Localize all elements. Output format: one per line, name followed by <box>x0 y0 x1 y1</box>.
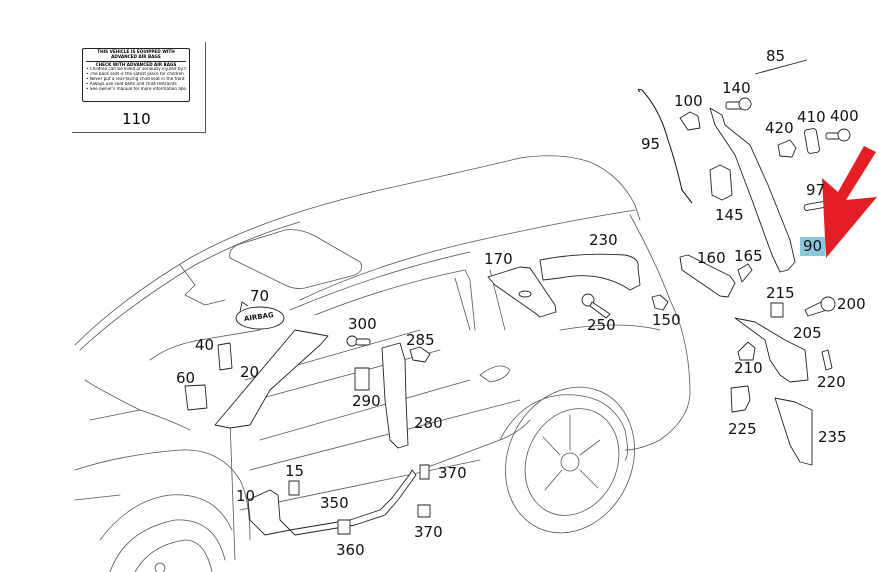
part-300-drawing <box>354 367 370 391</box>
part-40-drawing <box>217 342 233 371</box>
rear-wheel <box>505 386 635 534</box>
part-145-drawing <box>679 111 701 131</box>
part-label-97[interactable]: 97 <box>806 181 826 199</box>
part-90-drawing <box>709 107 796 273</box>
part-205-drawing <box>737 341 756 361</box>
part-label-40[interactable]: 40 <box>195 336 215 354</box>
part-label-170[interactable]: 170 <box>484 250 513 268</box>
part-200-drawing <box>804 296 836 317</box>
part-label-160[interactable]: 160 <box>697 249 726 267</box>
front-wheel <box>109 519 226 572</box>
part-label-250[interactable]: 250 <box>587 316 616 334</box>
part-97-drawing <box>803 201 827 211</box>
part-290-drawing <box>346 335 371 347</box>
part-250-drawing <box>581 293 611 319</box>
airbag-warning-text-box: THIS VEHICLE IS EQUIPPED WITH ADVANCED A… <box>82 48 190 102</box>
part-160-drawing <box>679 254 736 298</box>
warning-title-line-1: THIS VEHICLE IS EQUIPPED WITH <box>97 49 175 54</box>
part-170-drawing <box>487 266 557 318</box>
part-370-drawing <box>417 504 431 518</box>
warning-line: • Always use seat belts and child restra… <box>86 81 177 86</box>
part-label-95[interactable]: 95 <box>641 135 661 153</box>
part-label-290[interactable]: 300 <box>348 315 377 333</box>
part-label-205[interactable]: 210 <box>734 359 763 377</box>
warning-title: THIS VEHICLE IS EQUIPPED WITH ADVANCED A… <box>86 49 186 62</box>
part-label-140[interactable]: 150 <box>652 311 681 329</box>
part-label-100[interactable]: 145 <box>715 206 744 224</box>
part-100-drawing <box>709 164 733 201</box>
warning-line: • See owner's manual for more informatio… <box>86 86 186 91</box>
part-label-230[interactable]: 225 <box>728 420 757 438</box>
warning-line: • Never put a rear-facing child seat in … <box>86 77 185 82</box>
part-165-drawing <box>737 263 753 283</box>
part-label-110: 110 <box>122 110 151 128</box>
part-15-drawing <box>288 480 300 496</box>
part-225-drawing <box>774 397 813 466</box>
part-10-drawing <box>247 489 291 536</box>
part-label-420[interactable]: 420 <box>765 119 794 137</box>
part-label-15[interactable]: 15 <box>285 462 305 480</box>
part-label-85[interactable]: 85 <box>766 47 786 65</box>
part-380-drawing <box>419 464 430 480</box>
part-280-drawing <box>381 342 409 449</box>
part-95-drawing <box>637 88 693 204</box>
part-label-370[interactable]: 370 <box>414 523 443 541</box>
part-label-90-highlighted[interactable]: 90 <box>800 237 826 256</box>
part-label-145[interactable]: 100 <box>674 92 703 110</box>
part-label-210[interactable]: 205 <box>793 324 822 342</box>
part-70-drawing <box>235 301 285 330</box>
part-label-360[interactable]: 360 <box>336 541 365 559</box>
part-label-225[interactable]: 235 <box>818 428 847 446</box>
part-label-20[interactable]: 20 <box>240 363 260 381</box>
part-label-70[interactable]: 70 <box>250 287 270 305</box>
part-360-drawing <box>337 519 351 535</box>
part-220-drawing <box>821 349 833 371</box>
car-body-outline <box>74 155 691 561</box>
part-label-200[interactable]: 200 <box>837 295 866 313</box>
part-285-drawing <box>409 346 431 363</box>
part-label-280[interactable]: 280 <box>414 414 443 432</box>
part-110-warning-label: THIS VEHICLE IS EQUIPPED WITH ADVANCED A… <box>72 42 206 133</box>
part-label-400[interactable]: 400 <box>830 107 859 125</box>
part-350-drawing <box>289 469 417 536</box>
part-label-300[interactable]: 290 <box>352 392 381 410</box>
part-140-drawing <box>651 294 669 311</box>
warning-subtitle: CHECK WITH ADVANCED AIR BAGS <box>95 61 177 67</box>
warning-line: • The back seat is the safest place for … <box>86 72 184 77</box>
part-label-165[interactable]: 165 <box>734 247 763 265</box>
part-label-410[interactable]: 410 <box>797 108 826 126</box>
part-label-380[interactable]: 370 <box>438 464 467 482</box>
part-210-drawing <box>734 317 809 383</box>
part-label-10[interactable]: 10 <box>236 487 256 505</box>
part-85-drawing <box>754 59 808 75</box>
part-150-drawing <box>725 97 752 111</box>
part-label-220[interactable]: 220 <box>817 373 846 391</box>
part-label-350[interactable]: 350 <box>320 494 349 512</box>
highlight-arrow <box>822 146 877 258</box>
warning-title-line-2: ADVANCED AIR BAGS <box>111 53 161 59</box>
part-label-150[interactable]: 140 <box>722 79 751 97</box>
warning-line: • Children can be killed or seriously in… <box>86 67 186 72</box>
part-420-drawing <box>777 139 797 158</box>
part-20-drawing <box>214 329 329 429</box>
part-400-drawing <box>825 128 851 142</box>
part-410-drawing <box>804 128 820 154</box>
part-230-drawing <box>730 385 751 413</box>
part-label-60[interactable]: 60 <box>176 369 196 387</box>
part-label-235[interactable]: 230 <box>589 231 618 249</box>
part-235-drawing <box>539 253 641 291</box>
part-label-215[interactable]: 215 <box>766 284 795 302</box>
part-label-285[interactable]: 285 <box>406 331 435 349</box>
part-60-drawing <box>184 384 208 411</box>
part-215-drawing <box>770 302 784 318</box>
